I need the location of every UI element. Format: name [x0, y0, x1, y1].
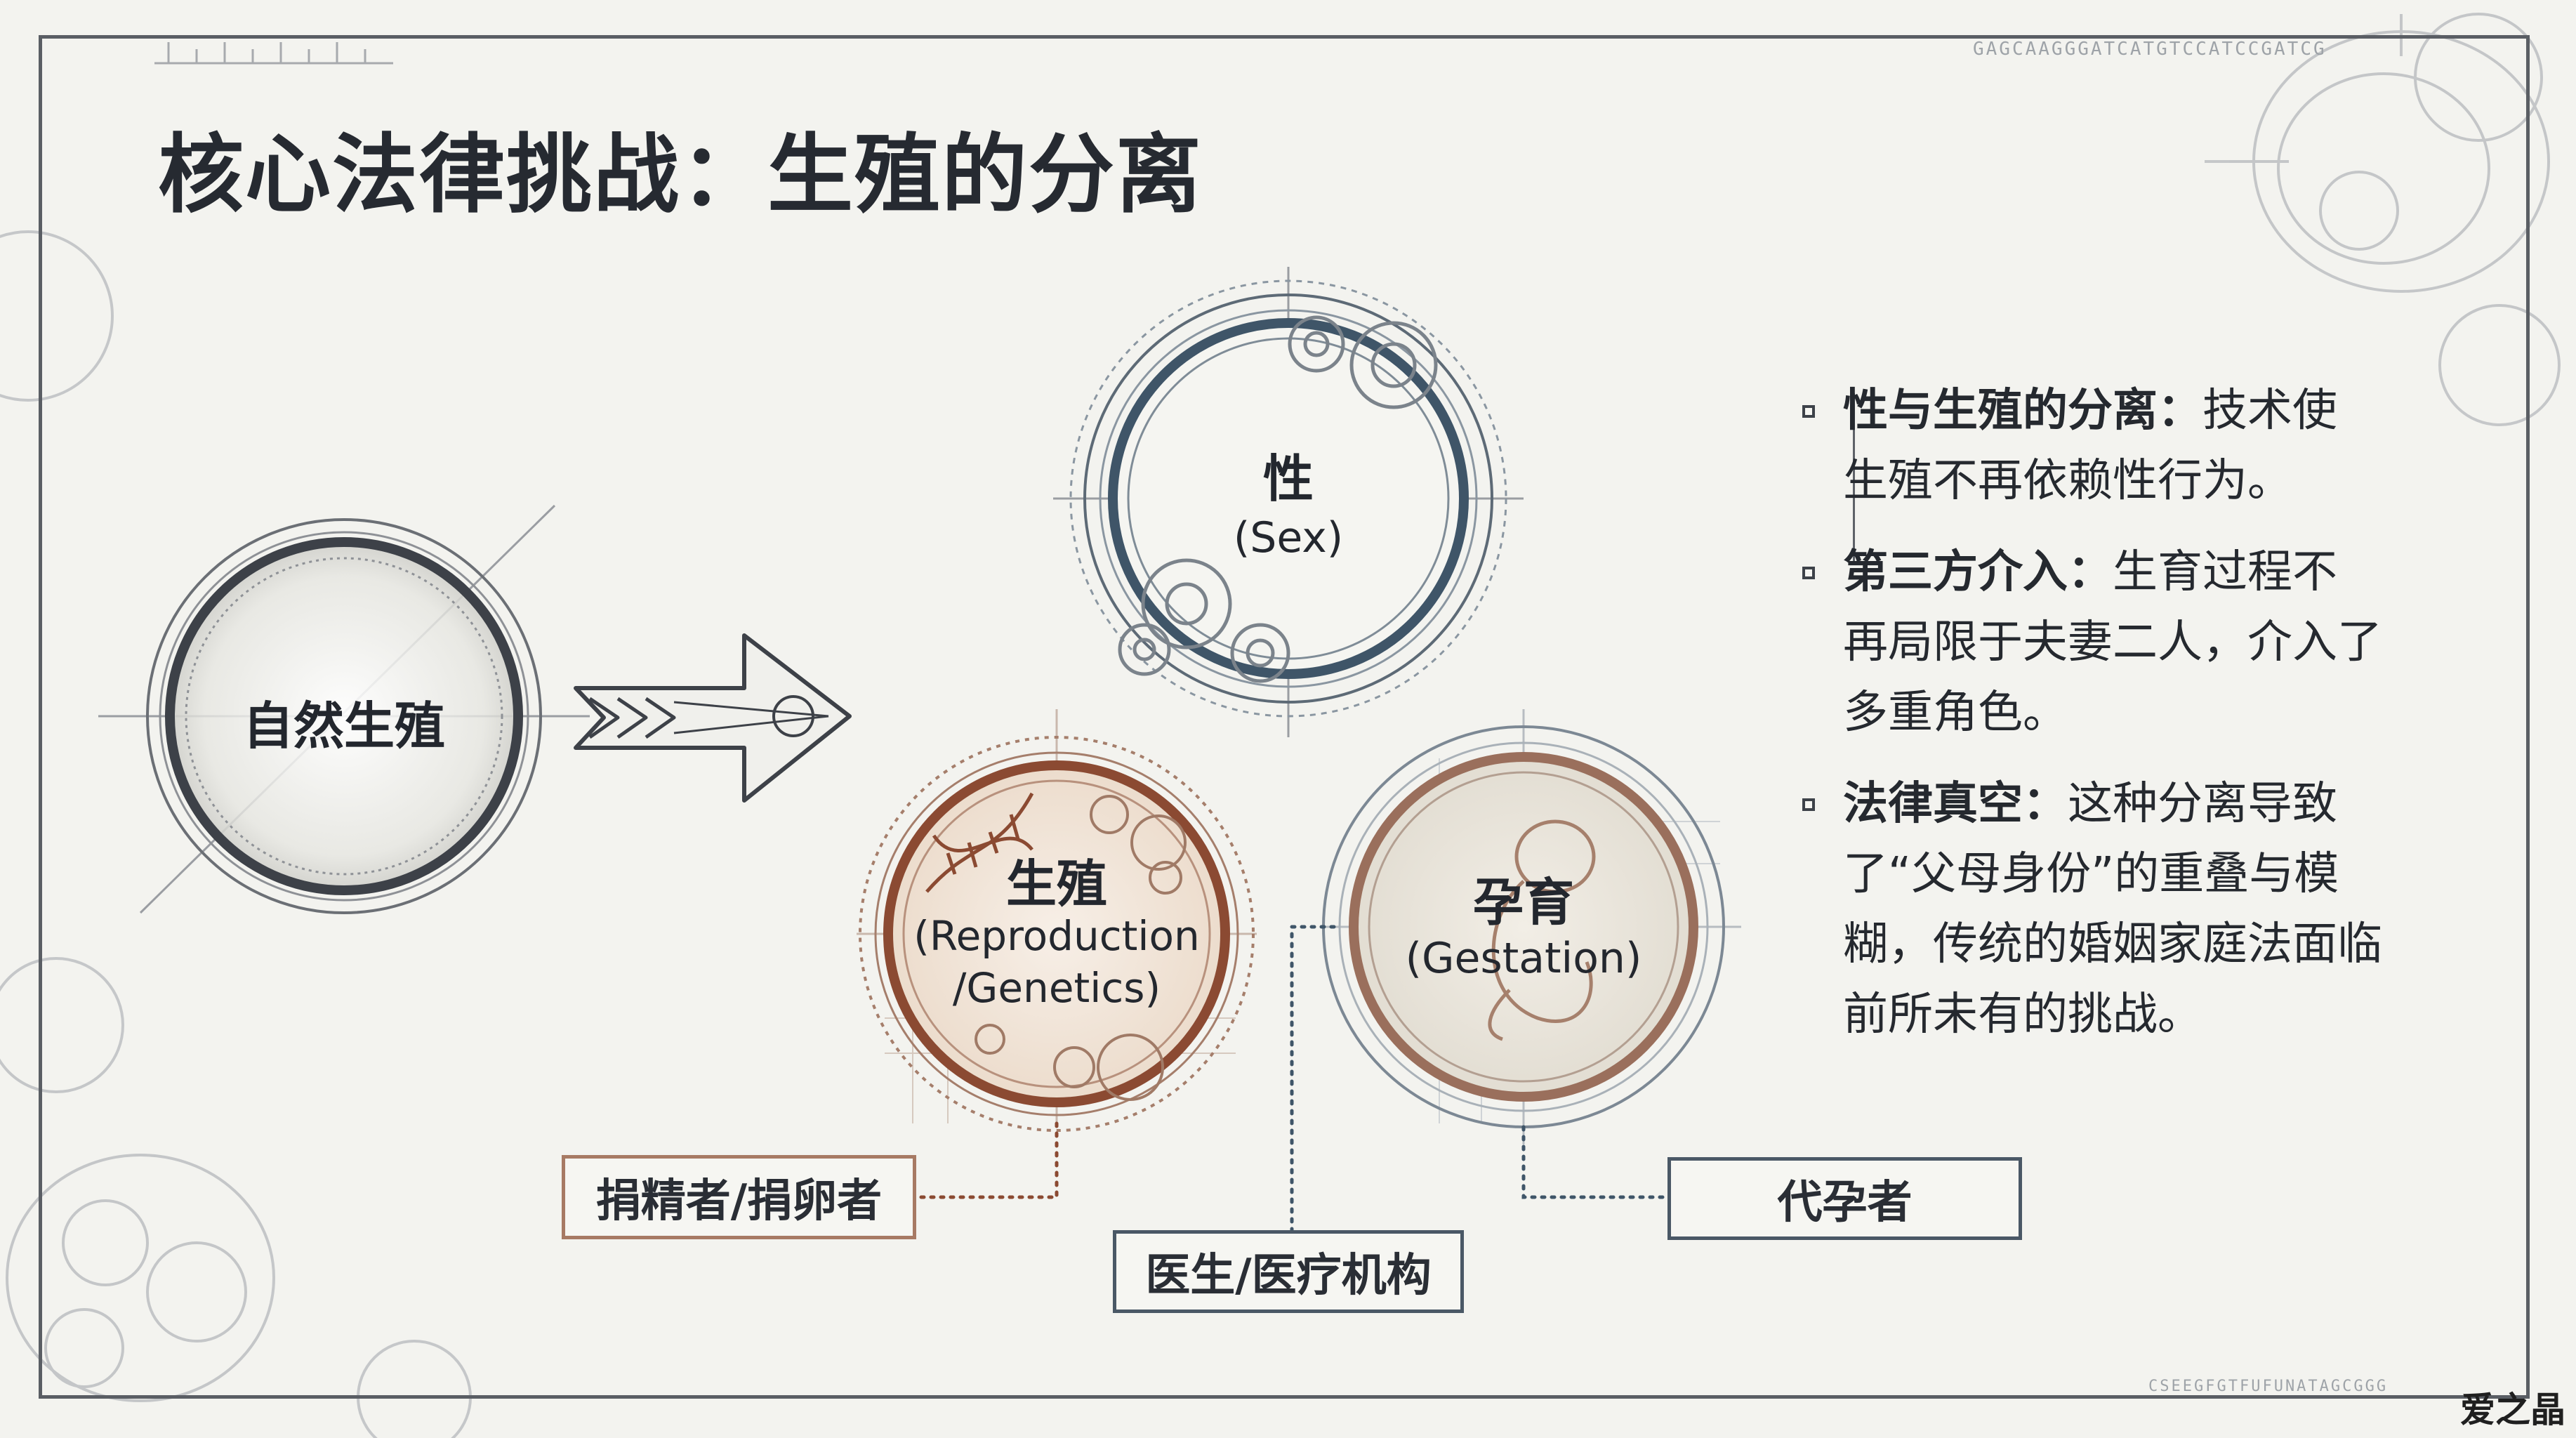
dna-sequence-top: GAGCAAGGGATCATGTCCATCCGATCG	[1973, 39, 2327, 60]
key-point-text: 前所未有的挑战。	[1843, 989, 2202, 1041]
dna-sequence-bottom: CSEEGFGTFUFUNATAGCGGG	[2148, 1378, 2389, 1395]
reproduction-node-label: 生殖 (Reproduction /Genetics)	[899, 858, 1215, 1014]
key-point: 性与生殖的分离：技术使 生殖不再依赖性行为。	[1802, 376, 2475, 516]
key-point-text: 再局限于夫妻二人，介入了	[1843, 616, 2382, 668]
reproduction-sublabel-1: (Reproduction	[913, 912, 1200, 960]
key-point-text: 生育过程不	[2113, 546, 2337, 598]
key-point-text: 多重角色。	[1843, 687, 2068, 739]
key-point-text: 这种分离导致	[2068, 778, 2337, 830]
key-points-list: 性与生殖的分离：技术使 生殖不再依赖性行为。 第三方介入：生育过程不 再局限于夫…	[1802, 376, 2475, 1071]
gestation-node-label: 孕育 (Gestation)	[1366, 874, 1682, 987]
role-donor-label: 捐精者/捐卵者	[595, 1175, 883, 1227]
gestation-label: 孕育	[1472, 873, 1574, 932]
key-point-text: 技术使	[2202, 385, 2337, 437]
decor-cells-top-right	[2205, 13, 2561, 426]
role-doctor-box: 医生/医疗机构	[1113, 1230, 1464, 1313]
role-doctor-label: 医生/医疗机构	[1145, 1250, 1432, 1302]
key-point: 第三方介入：生育过程不 再局限于夫妻二人，介入了 多重角色。	[1802, 537, 2475, 748]
sex-node-label: 性 (Sex)	[1148, 449, 1429, 567]
role-surrogate-label: 代孕者	[1777, 1177, 1913, 1229]
key-point-text: 了“父母身份”的重叠与模	[1843, 848, 2339, 900]
sex-sublabel: (Sex)	[1233, 513, 1344, 562]
sex-circle	[1053, 267, 1524, 737]
decor-ruler	[154, 42, 393, 65]
connectors	[914, 925, 1670, 1232]
bullet-connector-line	[1853, 393, 1855, 562]
key-point-heading: 第三方介入：	[1843, 546, 2113, 598]
bullet-square-icon	[1802, 405, 1815, 418]
key-point-heading: 法律真空：	[1843, 778, 2068, 830]
watermark: 爱之晶	[2460, 1390, 2565, 1430]
natural-reproduction-label: 自然生殖	[242, 697, 445, 756]
role-donor-box: 捐精者/捐卵者	[562, 1155, 916, 1239]
gestation-sublabel: (Gestation)	[1405, 934, 1642, 983]
decor-cells-bottom-left	[0, 230, 472, 1438]
bullet-square-icon	[1802, 798, 1815, 811]
slide-frame	[39, 35, 2530, 1399]
reproduction-circle	[857, 709, 1257, 1132]
natural-reproduction-circle	[98, 504, 590, 914]
transition-arrow	[574, 633, 852, 803]
key-point-text: 糊，传统的婚姻家庭法面临	[1843, 918, 2382, 970]
reproduction-label: 生殖	[1005, 855, 1107, 913]
key-point-text: 生殖不再依赖性行为。	[1843, 455, 2292, 507]
role-surrogate-box: 代孕者	[1667, 1157, 2022, 1240]
gestation-circle	[1320, 709, 1741, 1145]
bullet-square-icon	[1802, 567, 1815, 579]
key-point-heading: 性与生殖的分离：	[1843, 385, 2202, 437]
page-title: 核心法律挑战：生殖的分离	[158, 125, 1203, 225]
reproduction-sublabel-2: /Genetics)	[952, 964, 1161, 1012]
key-point: 法律真空：这种分离导致 了“父母身份”的重叠与模 糊，传统的婚姻家庭法面临 前所…	[1802, 769, 2475, 1050]
sex-label: 性	[1262, 449, 1314, 508]
